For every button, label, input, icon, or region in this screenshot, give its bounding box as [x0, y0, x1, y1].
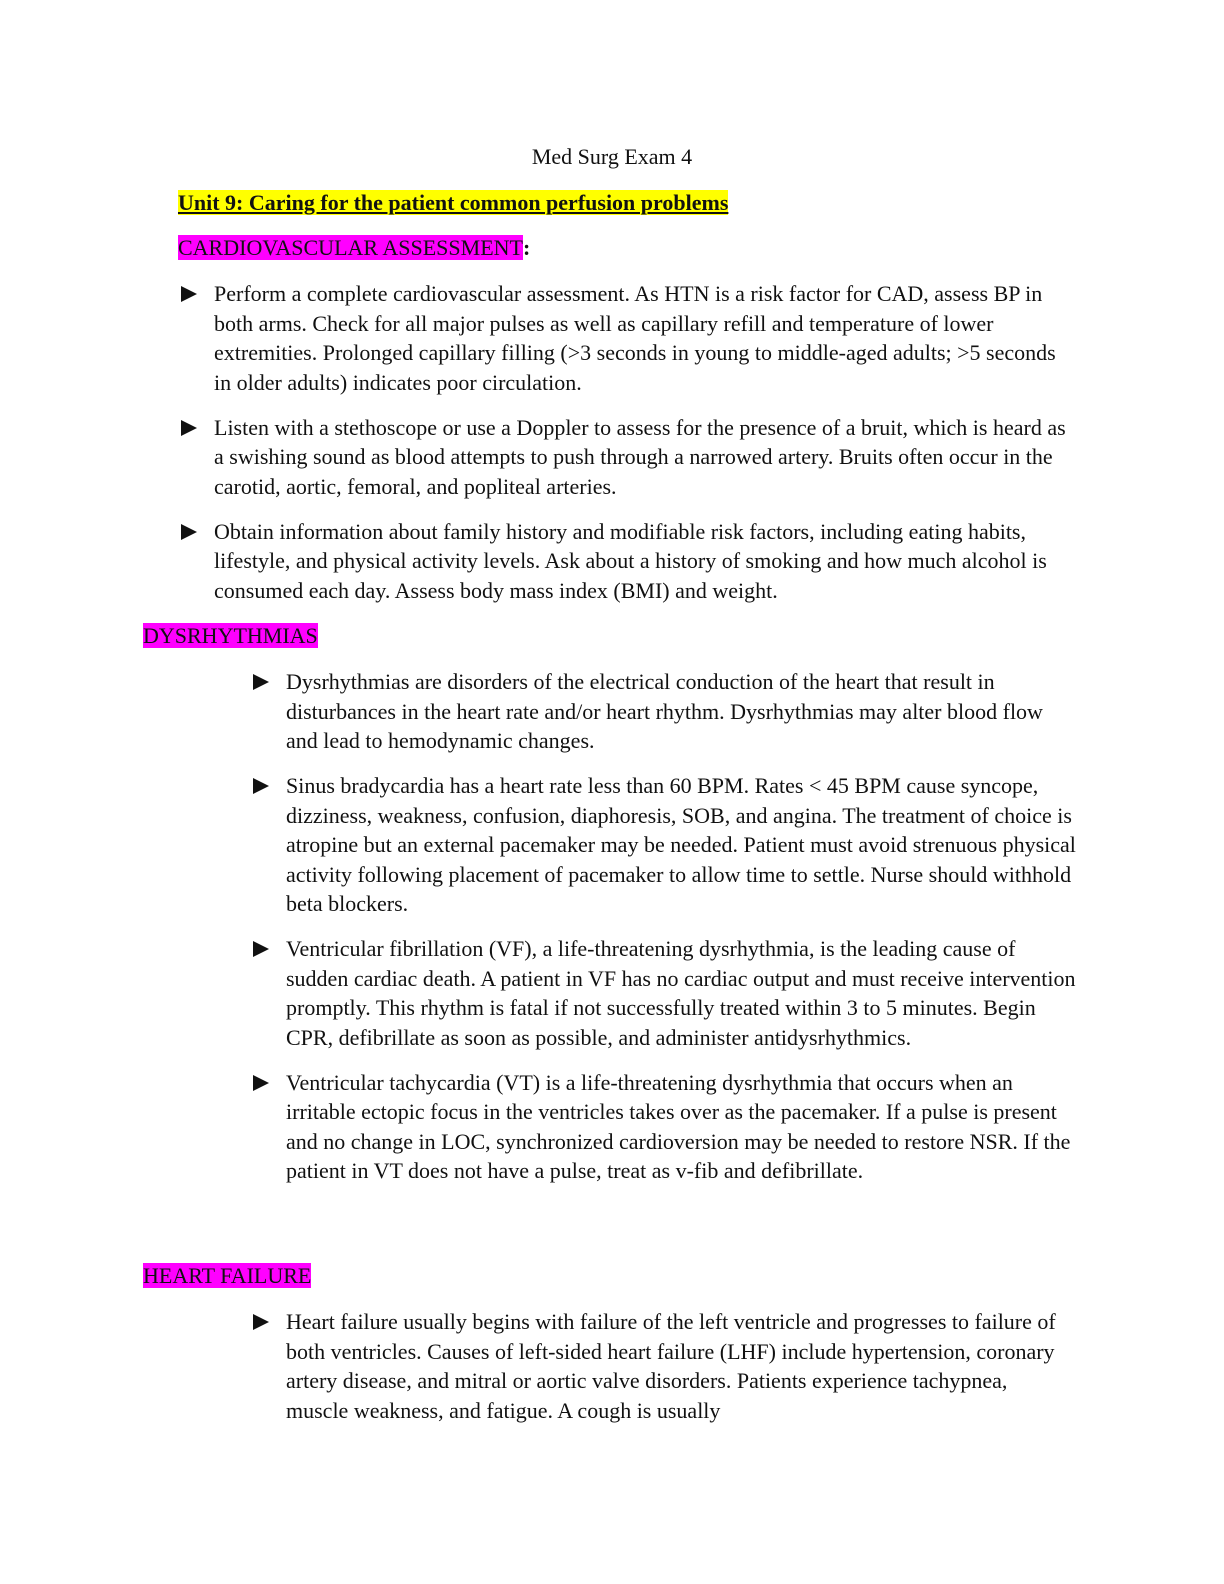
- heart-failure-heading-text: HEART FAILURE: [143, 1263, 312, 1288]
- cardiovascular-heading-text: CARDIOVASCULAR ASSESSMENT: [178, 235, 523, 260]
- list-item: Perform a complete cardiovascular assess…: [178, 279, 1078, 397]
- heart-failure-heading: HEART FAILURE: [143, 1261, 312, 1291]
- bullet-text: Obtain information about family history …: [214, 518, 1047, 603]
- cardiovascular-bullet-list: Perform a complete cardiovascular assess…: [178, 279, 1078, 621]
- cardiovascular-heading: CARDIOVASCULAR ASSESSMENT:: [178, 233, 530, 263]
- list-item: Sinus bradycardia has a heart rate less …: [250, 771, 1080, 919]
- list-item: Obtain information about family history …: [178, 517, 1078, 606]
- unit-heading: Unit 9: Caring for the patient common pe…: [178, 188, 729, 218]
- document-title: Med Surg Exam 4: [531, 144, 693, 169]
- bullet-text: Ventricular tachycardia (VT) is a life-t…: [286, 1069, 1071, 1184]
- list-item: Ventricular tachycardia (VT) is a life-t…: [250, 1068, 1080, 1186]
- list-item: Listen with a stethoscope or use a Doppl…: [178, 413, 1078, 502]
- dysrhythmias-heading-text: DYSRHYTHMIAS: [143, 623, 318, 648]
- arrow-bullet-icon: [181, 286, 197, 302]
- list-item: Dysrhythmias are disorders of the electr…: [250, 667, 1080, 756]
- arrow-bullet-icon: [253, 1074, 269, 1091]
- arrow-bullet-icon: [253, 674, 269, 690]
- heart-failure-bullet-list: Heart failure usually begins with failur…: [250, 1307, 1070, 1441]
- arrow-bullet-icon: [253, 778, 269, 794]
- cardiovascular-heading-colon: :: [522, 235, 531, 260]
- bullet-text: Dysrhythmias are disorders of the electr…: [286, 669, 1043, 753]
- bullet-text: Perform a complete cardiovascular assess…: [214, 281, 1056, 395]
- arrow-bullet-icon: [253, 941, 269, 957]
- arrow-bullet-icon: [253, 1314, 269, 1330]
- arrow-bullet-icon: [181, 523, 197, 540]
- unit-heading-text: Unit 9: Caring for the patient common pe…: [178, 190, 729, 215]
- bullet-text: Heart failure usually begins with failur…: [286, 1309, 1056, 1423]
- list-item: Heart failure usually begins with failur…: [250, 1307, 1070, 1425]
- bullet-text: Listen with a stethoscope or use a Doppl…: [214, 414, 1066, 499]
- list-item: Ventricular fibrillation (VF), a life-th…: [250, 934, 1080, 1052]
- bullet-text: Ventricular fibrillation (VF), a life-th…: [286, 936, 1076, 1050]
- dysrhythmias-heading: DYSRHYTHMIAS: [143, 621, 318, 651]
- bullet-text: Sinus bradycardia has a heart rate less …: [286, 773, 1076, 916]
- dysrhythmias-bullet-list: Dysrhythmias are disorders of the electr…: [250, 667, 1080, 1201]
- arrow-bullet-icon: [181, 419, 197, 436]
